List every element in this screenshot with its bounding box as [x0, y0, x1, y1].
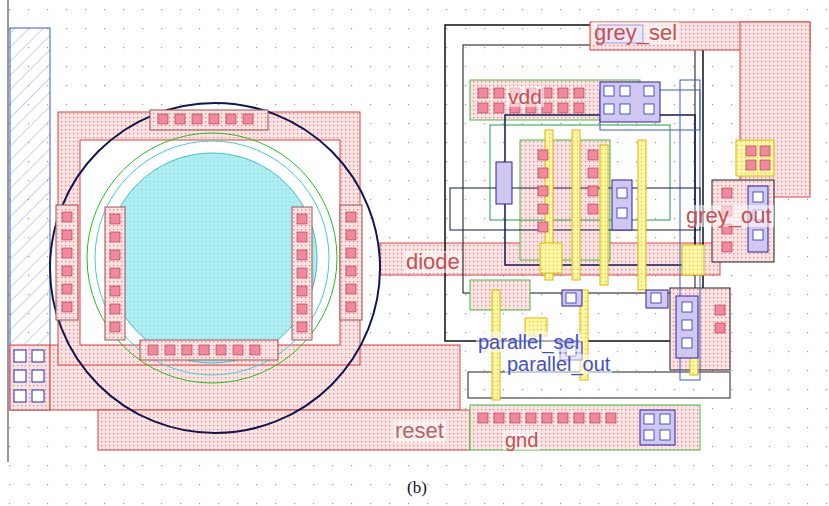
signal-label: reset	[393, 420, 446, 442]
signal-label: vdd	[506, 86, 544, 107]
signal-label: parallel_sel	[476, 332, 581, 352]
signal-label: gnd	[503, 430, 540, 450]
signal-label: parallel_out	[505, 354, 612, 374]
figure-caption: (b)	[407, 478, 427, 498]
signal-label: grey_sel	[592, 22, 679, 44]
signal-label: diode	[404, 251, 462, 273]
signal-label: grey_out	[684, 205, 774, 227]
